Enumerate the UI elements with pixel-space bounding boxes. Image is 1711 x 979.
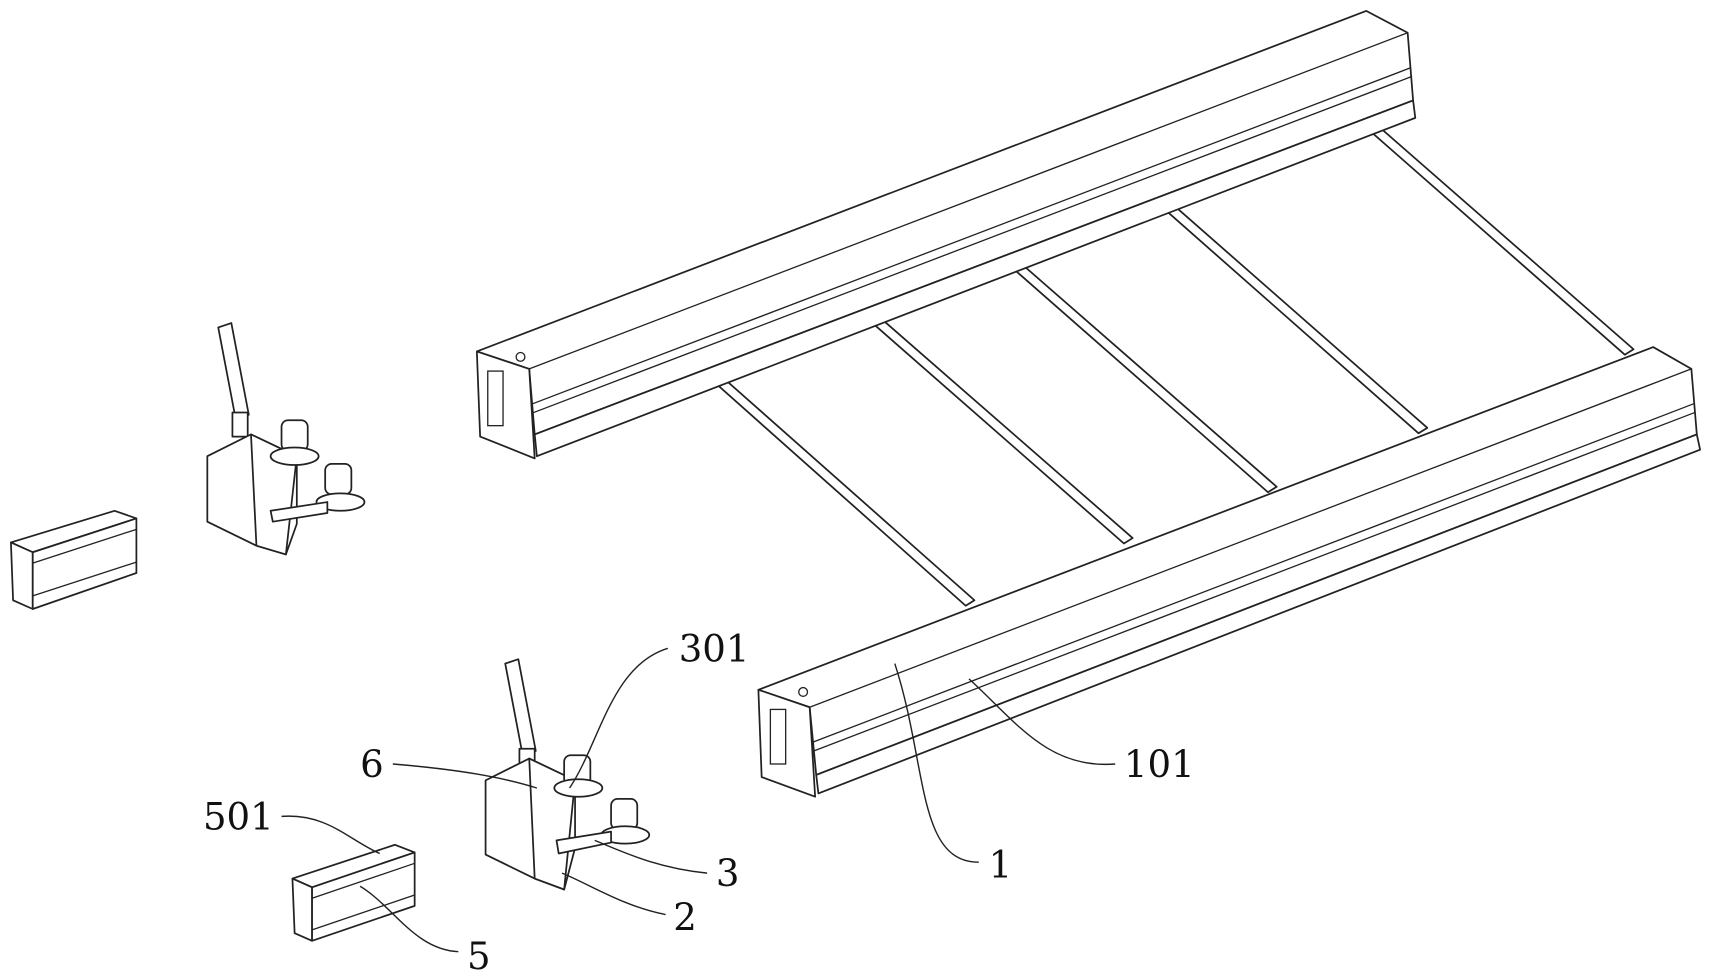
- label-6: 6: [360, 743, 384, 786]
- i-beam-lower: [292, 845, 414, 941]
- label-1: 1: [989, 843, 1013, 886]
- label-2: 2: [673, 896, 697, 939]
- i-beam-upper: [11, 511, 136, 609]
- lower-rail: [758, 347, 1700, 797]
- crossbar: [1365, 122, 1633, 354]
- crossbar: [709, 373, 974, 605]
- label-5: 5: [467, 935, 491, 978]
- label-301: 301: [679, 627, 750, 670]
- crossbar: [1009, 261, 1276, 492]
- clamp-device-lower: [486, 659, 650, 889]
- label-101: 101: [1124, 743, 1195, 786]
- label-3: 3: [716, 852, 740, 895]
- upper-rail: [477, 11, 1415, 458]
- label-501: 501: [203, 795, 274, 838]
- clamp-device-upper: [207, 323, 364, 554]
- crossbar: [868, 314, 1133, 543]
- crossbar: [1160, 201, 1427, 433]
